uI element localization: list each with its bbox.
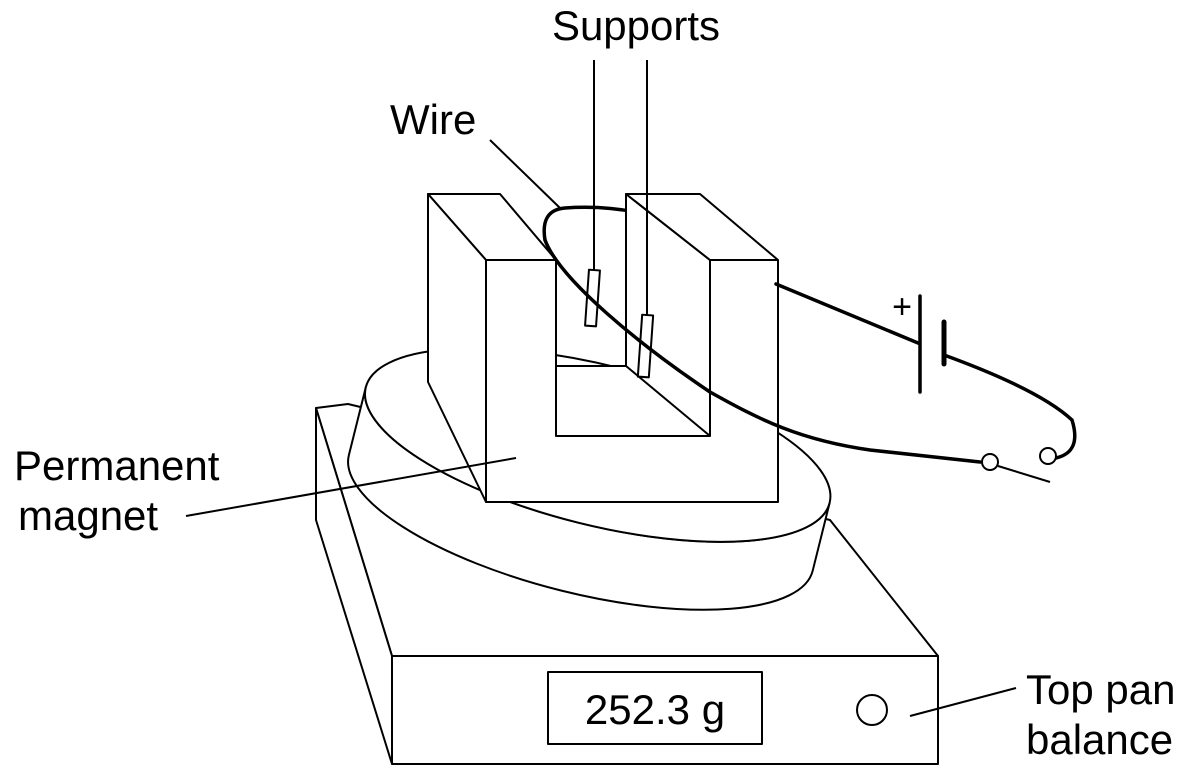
leader-lines <box>185 139 1017 717</box>
balance-knob-icon <box>856 694 888 726</box>
switch-terminal-left <box>981 453 999 471</box>
wire-label: Wire <box>390 96 476 143</box>
switch-icon <box>981 447 1057 483</box>
switch-terminal-right <box>1039 447 1057 465</box>
wire-front <box>543 238 982 464</box>
battery-cell-icon: + <box>892 288 947 394</box>
wire-to-battery <box>774 282 920 345</box>
balance-display <box>547 671 763 745</box>
permanent-magnet-label-line1: Permanent <box>14 442 220 489</box>
permanent-magnet <box>427 193 779 503</box>
wire-leader-line <box>489 139 561 209</box>
balance-leader-line <box>909 687 1017 717</box>
balance-reading: 252.3 g <box>585 686 725 733</box>
wire-from-battery <box>942 353 1077 460</box>
magnet-leader-line <box>185 457 517 517</box>
permanent-magnet-label-line2: magnet <box>18 492 158 539</box>
magnet-front-face <box>485 259 779 503</box>
switch-lever <box>997 465 1051 483</box>
supports-label: Supports <box>552 2 720 49</box>
labels: Supports Wire Permanent magnet Top pan b… <box>14 2 1175 763</box>
battery-positive-label: + <box>892 288 912 326</box>
top-pan-balance-label-line2: balance <box>1026 716 1173 763</box>
top-pan-balance-label-line1: Top pan <box>1026 666 1175 713</box>
